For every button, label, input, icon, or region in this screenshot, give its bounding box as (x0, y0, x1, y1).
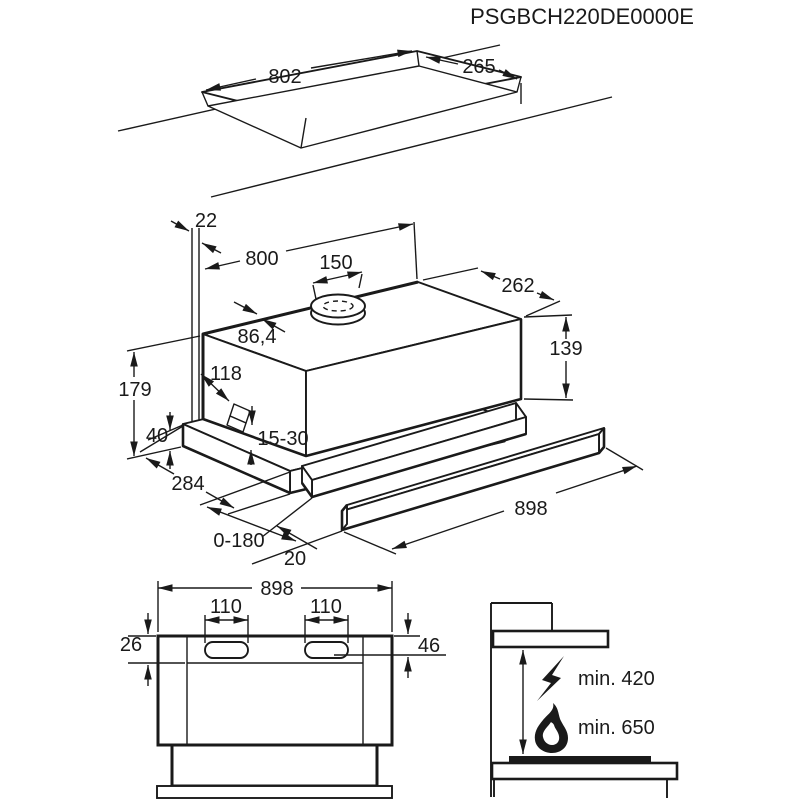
dim-arrow-22-left (170, 220, 190, 232)
duct-spigot (310, 293, 366, 326)
grease-slot-left (204, 641, 249, 659)
dim-line-898-right (555, 465, 638, 494)
dim-body-width: 800 (245, 248, 278, 270)
dim-line-118 (200, 373, 230, 402)
dim-line-802-left (205, 78, 257, 91)
dim-visor-width: 898 (514, 498, 547, 520)
dim-line-898-left (391, 510, 505, 550)
dim-arrow-20 (276, 525, 318, 550)
hood-side-profile (491, 629, 610, 649)
bracket-lower (226, 415, 247, 433)
model-number: PSGBCH220DE0000E (470, 4, 694, 29)
counter-profile (490, 761, 679, 781)
pullout-front (170, 743, 379, 788)
box-silhouette-bottom (202, 319, 523, 458)
clearance-view: min. 420 min. 650 (490, 602, 679, 798)
dim-ext-0180 (199, 471, 343, 565)
upper-cabinet-lines (491, 602, 553, 631)
dim-total-depth: 284 (171, 473, 204, 495)
dim-line-150 (312, 271, 363, 284)
hood-body-outline (156, 634, 394, 747)
worktop-edge-line-front (210, 96, 613, 198)
dim-line-284-right (205, 491, 235, 509)
pullout-visor (300, 402, 606, 532)
grease-slot-right (304, 641, 349, 659)
dim-line-262-left (480, 270, 501, 281)
recess-lines (186, 636, 364, 745)
dim-ext-26 (128, 635, 185, 664)
lightning-icon (537, 656, 564, 701)
dim-ext-800 (413, 221, 418, 280)
base-cabinet-lines (493, 779, 668, 798)
flame-icon (534, 703, 568, 753)
dim-spacer-height: 40 (146, 425, 168, 447)
visor-bottom-edge (300, 432, 527, 499)
visor-strip (156, 785, 393, 799)
dim-line-265-right (498, 69, 518, 80)
isometric-view: 22 800 150 86,4 262 139 118 15-30 (118, 210, 644, 570)
spigot-hidden-hole (322, 300, 354, 312)
dim-ext-46 (334, 635, 446, 656)
cutout-view: 802 265 (117, 44, 613, 198)
dim-slot-depth: 46 (418, 635, 440, 657)
dim-slot-right: 110 (310, 596, 342, 618)
cutout-depth-edges (201, 50, 522, 149)
dim-wall-gap: 22 (195, 210, 217, 232)
dim-ext-150 (312, 273, 363, 300)
dim-cutout-depth: 265 (462, 56, 495, 78)
clearance-gas: min. 650 (578, 717, 655, 739)
dim-recess-height: 26 (120, 634, 142, 656)
dim-bracket-adjust: 15-30 (257, 428, 308, 450)
dim-body-depth: 262 (501, 275, 534, 297)
dim-line-802-right (310, 49, 413, 69)
wall-line (191, 228, 200, 421)
dim-arrow-864-b (261, 318, 286, 333)
dim-line-800-right (285, 223, 414, 252)
dim-line-265-left (425, 56, 459, 65)
dim-ext-139 (523, 314, 574, 401)
dim-front-width: 898 (260, 578, 293, 600)
dim-duct: 150 (319, 252, 352, 274)
dim-cutout-width: 802 (268, 66, 301, 88)
mounting-bracket (226, 403, 251, 433)
clearance-electric: min. 420 (578, 668, 655, 690)
dim-pullout-travel: 0-180 (213, 530, 264, 552)
dim-line-800-left (204, 260, 241, 270)
dim-ext-179 (126, 335, 201, 460)
dim-total-height: 179 (118, 379, 151, 401)
dim-body-height: 139 (549, 338, 582, 360)
dim-arrow-864-a (233, 301, 258, 315)
dim-ext-262 (422, 267, 561, 317)
dim-ext-40 (147, 424, 184, 441)
cooktop-surface (509, 756, 651, 763)
dim-line-262-right (536, 290, 555, 301)
dim-line-284-left (145, 457, 175, 475)
dim-ext-20 (261, 497, 313, 538)
dim-bracket-offset: 118 (210, 363, 242, 385)
dim-visor-offset: 20 (284, 548, 306, 570)
dim-arrow-22-right (201, 242, 222, 254)
dim-duct-offset: 86,4 (238, 326, 277, 348)
front-view: 898 110 110 26 46 (120, 578, 446, 799)
dim-slot-left: 110 (210, 596, 242, 618)
handle-bar-silhouette (340, 428, 606, 532)
dim-ext-110 (204, 615, 349, 643)
spigot-top-rim (310, 293, 366, 319)
